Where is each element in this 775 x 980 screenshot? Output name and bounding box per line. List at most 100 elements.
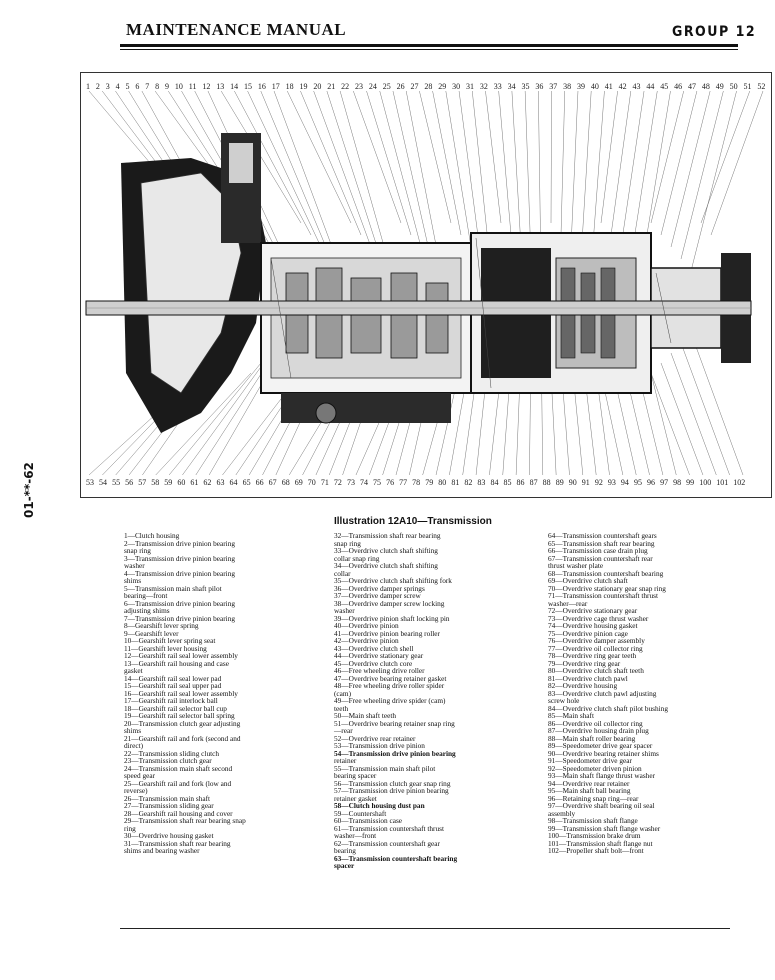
legend-line: shims bbox=[124, 726, 142, 735]
callout-number: 1 bbox=[86, 82, 90, 91]
legend-line: 82—Overdrive housing bbox=[548, 681, 618, 690]
leader-line bbox=[680, 90, 724, 260]
legend-line: 73—Overdrive cage thrust washer bbox=[548, 613, 649, 623]
legend-line: 53—Transmission drive pinion bbox=[334, 741, 425, 750]
callout-number: 8 bbox=[155, 82, 160, 91]
leader-line bbox=[660, 90, 698, 236]
legend-line: washer—front bbox=[334, 831, 377, 840]
leader-line bbox=[379, 90, 422, 248]
figure-caption: Illustration 12A10—Transmission bbox=[334, 516, 492, 527]
leader-line bbox=[570, 90, 579, 248]
legend-line: bearing—front bbox=[124, 591, 168, 600]
callout-number: 39 bbox=[576, 82, 585, 91]
callout-number: 61 bbox=[190, 478, 199, 487]
legend-line: snap ring bbox=[334, 538, 361, 548]
callout-number: 26 bbox=[396, 82, 405, 91]
leader-line bbox=[326, 90, 382, 260]
callout-number: 3 bbox=[105, 82, 110, 91]
callout-number: 51 bbox=[743, 82, 752, 91]
legend-line: 97—Overdrive shaft bearing oil seal bbox=[548, 801, 655, 810]
callout-number: 27 bbox=[410, 82, 419, 91]
legend-line: 25—Gearshift rail and fork (low and bbox=[124, 778, 232, 788]
legend-line: 85—Main shaft bbox=[548, 711, 595, 720]
callout-number: 14 bbox=[230, 82, 239, 91]
callout-number: 33 bbox=[493, 82, 502, 91]
callout-number: 24 bbox=[368, 82, 377, 91]
callout-number: 5 bbox=[125, 82, 130, 91]
leader-line bbox=[670, 90, 711, 248]
legend-line: 52—Overdrive rear retainer bbox=[334, 733, 416, 743]
legend-line: 58—Clutch housing dust pan bbox=[334, 801, 425, 810]
legend-line: 93—Main shaft flange thrust washer bbox=[548, 771, 655, 780]
callout-number: 98 bbox=[673, 478, 682, 487]
leader-line bbox=[273, 90, 342, 272]
legend-line: adjusting shims bbox=[124, 606, 170, 615]
legend-line: 49—Free wheeling drive spider (cam) bbox=[334, 696, 446, 705]
callout-number: 84 bbox=[490, 478, 499, 487]
callout-number: 99 bbox=[686, 478, 695, 487]
legend-line: 86—Overdrive oil collector ring bbox=[548, 718, 643, 728]
legend-line: bearing bbox=[334, 846, 356, 855]
callout-number: 50 bbox=[729, 82, 738, 91]
legend-line: 43—Overdrive clutch shell bbox=[334, 643, 414, 653]
callout-number: 83 bbox=[477, 478, 486, 487]
callout-number: 86 bbox=[516, 478, 525, 487]
callout-number: 28 bbox=[424, 82, 433, 91]
legend-line: 19—Gearshift rail selector ball spring bbox=[124, 711, 235, 720]
legend-line: 72—Overdrive stationary gear bbox=[548, 606, 638, 615]
callout-number: 40 bbox=[590, 82, 599, 91]
legend-line: 69—Overdrive clutch shaft bbox=[548, 576, 628, 585]
legend-line: 94—Overdrive rear retainer bbox=[548, 778, 630, 788]
legend-line: teeth bbox=[334, 703, 349, 713]
legend-line: 14—Gearshift rail seal lower pad bbox=[124, 673, 222, 683]
callout-number: 18 bbox=[285, 82, 294, 91]
legend-line: assembly bbox=[548, 808, 576, 818]
legend-line: 50—Main shaft teeth bbox=[334, 711, 397, 720]
callout-number: 16 bbox=[257, 82, 266, 91]
legend-line: 29—Transmission shaft rear bearing snap bbox=[124, 816, 246, 825]
legend-line: 59—Countershaft bbox=[334, 808, 387, 818]
legend-line: 16—Gearshift rail seal lower assembly bbox=[124, 688, 238, 698]
callout-number: 41 bbox=[604, 82, 613, 91]
legend-line: screw hole bbox=[548, 696, 580, 705]
callout-number: 36 bbox=[535, 82, 544, 91]
callout-number: 23 bbox=[354, 82, 363, 91]
legend-line: washer—rear bbox=[548, 598, 588, 608]
dust-pan bbox=[281, 393, 451, 423]
callout-number: 74 bbox=[359, 478, 368, 487]
leader-line bbox=[419, 90, 452, 224]
callout-number: 78 bbox=[412, 478, 421, 487]
footer-rule bbox=[120, 928, 730, 929]
legend-line: 24—Transmission main shaft second bbox=[124, 763, 233, 773]
leader-line bbox=[690, 90, 737, 272]
callout-number: 7 bbox=[145, 82, 150, 91]
legend-line: 61—Transmission countershaft thrust bbox=[334, 823, 444, 833]
legend-line: 98—Transmission shaft flange bbox=[548, 816, 638, 825]
legend-line: 75—Overdrive pinion cage bbox=[548, 628, 628, 638]
leader-line bbox=[339, 90, 392, 272]
legend-line: 34—Overdrive clutch shaft shifting bbox=[334, 561, 438, 570]
callout-number: 82 bbox=[464, 478, 473, 487]
callout-number: 55 bbox=[112, 478, 121, 487]
callout-number: 77 bbox=[399, 478, 408, 487]
legend-line: 1—Clutch housing bbox=[124, 531, 180, 540]
callout-number: 30 bbox=[452, 82, 461, 91]
leader-line bbox=[353, 90, 402, 224]
legend-line: 62—Transmission countershaft gear bbox=[334, 838, 440, 848]
callout-number: 46 bbox=[674, 82, 683, 91]
callout-number: 62 bbox=[203, 478, 212, 487]
header-rule-thin bbox=[120, 49, 738, 50]
callout-number: 2 bbox=[95, 82, 100, 91]
legend-line: 102—Propeller shaft bolt—front bbox=[548, 846, 644, 855]
legend-line: 2—Transmission drive pinion bearing bbox=[124, 538, 236, 548]
legend-line: 27—Transmission sliding gear bbox=[124, 801, 214, 810]
callout-number: 69 bbox=[294, 478, 303, 487]
legend-line: 44—Overdrive stationary gear bbox=[334, 651, 424, 660]
callout-number: 57 bbox=[138, 478, 147, 487]
legend-line: 57—Transmission drive pinion bearing bbox=[334, 786, 449, 795]
legend-line: 13—Gearshift rail housing and case bbox=[124, 658, 229, 668]
callout-number: 100 bbox=[699, 478, 712, 487]
legend-line: 45—Overdrive clutch core bbox=[334, 658, 413, 668]
